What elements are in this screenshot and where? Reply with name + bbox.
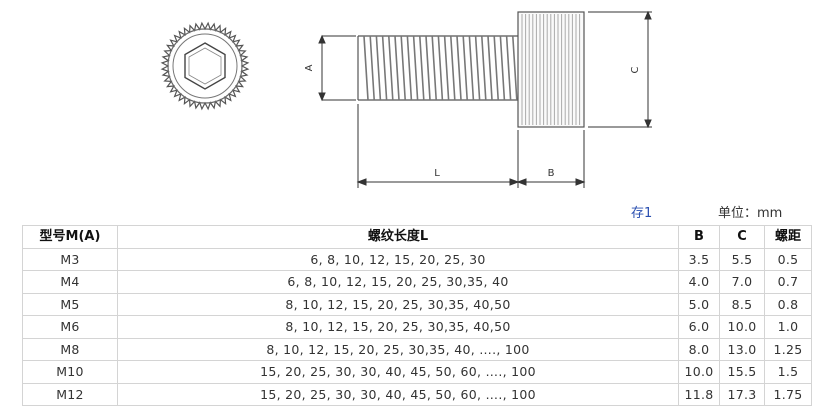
table-row: M8 8, 10, 12, 15, 20, 25, 30,35, 40, ….,… [22, 337, 812, 361]
cell-model: M10 [22, 360, 118, 384]
cell-pitch: 1.75 [764, 382, 812, 406]
cell-b: 6.0 [678, 315, 720, 339]
header-b: B [678, 225, 720, 249]
header-length: 螺纹长度L [117, 225, 679, 249]
header-c: C [719, 225, 765, 249]
unit-label: 单位：mm [718, 206, 783, 221]
cell-model: M5 [22, 292, 118, 316]
cell-c: 13.0 [719, 337, 765, 361]
cell-model: M12 [22, 382, 118, 406]
header-pitch: 螺距 [764, 225, 812, 249]
table-row: M6 8, 10, 12, 15, 20, 25, 30,35, 40,50 6… [22, 315, 812, 339]
cell-length: 15, 20, 25, 30, 30, 40, 45, 50, 60, …., … [117, 382, 679, 406]
dimension-label-c: C [630, 66, 641, 73]
table-row: M4 6, 8, 10, 12, 15, 20, 25, 30,35, 40 4… [22, 270, 812, 294]
cell-b: 8.0 [678, 337, 720, 361]
dimension-label-b: B [548, 168, 555, 179]
cell-c: 10.0 [719, 315, 765, 339]
cell-b: 3.5 [678, 247, 720, 271]
cell-b: 5.0 [678, 292, 720, 316]
dimension-lines [318, 10, 652, 188]
cell-pitch: 0.8 [764, 292, 812, 316]
screw-technical-drawing: A C L B [160, 10, 652, 188]
cell-b: 4.0 [678, 270, 720, 294]
cell-pitch: 1.25 [764, 337, 812, 361]
dimension-label-l: L [434, 168, 440, 179]
cell-length: 8, 10, 12, 15, 20, 25, 30,35, 40,50 [117, 315, 679, 339]
cell-b: 11.8 [678, 382, 720, 406]
table-row: M3 6, 8, 10, 12, 15, 20, 25, 30 3.5 5.5 … [22, 247, 812, 271]
head-end-view [160, 21, 250, 111]
header-model: 型号M(A) [22, 225, 118, 249]
cell-c: 17.3 [719, 382, 765, 406]
cell-c: 8.5 [719, 292, 765, 316]
screw-side-view [357, 11, 585, 128]
cell-c: 7.0 [719, 270, 765, 294]
screw-spec-table: 型号M(A) 螺纹长度L B C 螺距 M3 6, 8, 10, 12, 15,… [22, 225, 812, 406]
cell-pitch: 1.0 [764, 315, 812, 339]
cell-model: M3 [22, 247, 118, 271]
cell-pitch: 0.7 [764, 270, 812, 294]
cell-pitch: 0.5 [764, 247, 812, 271]
cell-length: 8, 10, 12, 15, 20, 25, 30,35, 40,50 [117, 292, 679, 316]
cell-model: M4 [22, 270, 118, 294]
table-header-row: 型号M(A) 螺纹长度L B C 螺距 [22, 225, 812, 249]
cell-length: 6, 8, 10, 12, 15, 20, 25, 30 [117, 247, 679, 271]
cell-c: 15.5 [719, 360, 765, 384]
table-row: M12 15, 20, 25, 30, 30, 40, 45, 50, 60, … [22, 382, 812, 406]
cell-model: M8 [22, 337, 118, 361]
extra-note: 存1 [631, 206, 653, 221]
cell-model: M6 [22, 315, 118, 339]
cell-pitch: 1.5 [764, 360, 812, 384]
dimension-label-a: A [304, 64, 315, 71]
cell-length: 8, 10, 12, 15, 20, 25, 30,35, 40, …., 10… [117, 337, 679, 361]
table-row: M5 8, 10, 12, 15, 20, 25, 30,35, 40,50 5… [22, 292, 812, 316]
cell-length: 15, 20, 25, 30, 30, 40, 45, 50, 60, …., … [117, 360, 679, 384]
cell-c: 5.5 [719, 247, 765, 271]
cell-length: 6, 8, 10, 12, 15, 20, 25, 30,35, 40 [117, 270, 679, 294]
cell-b: 10.0 [678, 360, 720, 384]
table-row: M10 15, 20, 25, 30, 30, 40, 45, 50, 60, … [22, 360, 812, 384]
